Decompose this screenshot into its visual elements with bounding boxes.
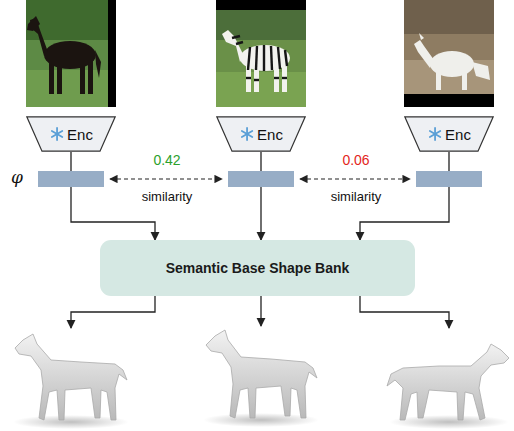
shape-mesh	[13, 334, 129, 429]
feature-to-bank-arrow	[260, 152, 261, 240]
svg-rect	[216, 72, 306, 107]
svg-rect	[26, 0, 116, 107]
similarity-score: 0.42	[153, 152, 180, 168]
frozen-snowflake-icon	[242, 128, 252, 140]
frozen-snowflake-icon	[430, 128, 440, 140]
svg-path	[222, 30, 244, 62]
bank-title: Semantic Base Shape Bank	[166, 260, 350, 276]
svg-path	[27, 16, 40, 31]
svg-rect	[108, 0, 116, 107]
encoder-block: Enc	[26, 116, 116, 152]
feature-bar	[228, 171, 294, 187]
similarity-arrow	[300, 178, 410, 179]
svg-path	[419, 33, 424, 40]
feature-bar	[38, 171, 104, 187]
svg-path	[95, 50, 101, 78]
snowflake-spoke	[52, 131, 62, 137]
svg-rect	[80, 60, 85, 94]
encoder-block: Enc	[216, 116, 306, 152]
svg-path	[15, 334, 127, 420]
fox-photo	[404, 0, 494, 107]
svg-path	[387, 344, 509, 420]
trapezoid-outline	[405, 117, 493, 151]
snowflake-spoke	[430, 131, 440, 137]
similarity-arrow	[110, 178, 222, 179]
svg-rect	[462, 70, 467, 90]
shape-bank-box: Semantic Base Shape Bank	[100, 240, 415, 296]
svg-line	[285, 50, 287, 66]
svg-rect	[404, 94, 494, 107]
svg-rect	[88, 58, 93, 94]
svg-rect	[282, 62, 287, 92]
svg-g	[232, 36, 287, 80]
encoder-label: Enc	[239, 126, 283, 143]
svg-line	[282, 77, 287, 79]
output-arrows	[71, 296, 449, 328]
shape-mesh	[387, 344, 509, 429]
svg-line	[271, 46, 272, 70]
svg-path	[414, 40, 434, 68]
svg-rect	[57, 62, 62, 94]
svg-line	[263, 45, 265, 71]
horse-photo	[26, 0, 116, 107]
zebra-photo	[216, 0, 306, 107]
shape-mesh	[203, 330, 319, 427]
svg-ellipse	[389, 415, 509, 429]
svg-rect	[216, 0, 306, 107]
svg-line	[256, 46, 257, 70]
svg-rect	[216, 0, 306, 10]
svg-line	[236, 42, 243, 44]
svg-path	[260, 296, 261, 326]
svg-line	[274, 77, 279, 79]
encoder-block: Enc	[404, 116, 494, 152]
snowflake-spoke	[52, 131, 62, 137]
svg-rect	[436, 70, 441, 90]
feature-symbol: φ	[11, 167, 23, 187]
svg-line	[246, 77, 251, 79]
svg-line	[254, 79, 259, 81]
feature-bar	[416, 171, 482, 187]
svg-rect	[404, 0, 494, 107]
svg-path	[472, 62, 490, 80]
frozen-snowflake-icon	[52, 128, 62, 140]
svg-path	[71, 296, 155, 328]
similarity-score: 0.06	[342, 152, 369, 168]
trapezoid-outline	[217, 117, 305, 151]
svg-path	[206, 330, 317, 418]
encoder-label: Enc	[427, 126, 471, 143]
similarity-caption: similarity	[331, 189, 382, 204]
snowflake-spoke	[242, 131, 252, 137]
similarity-caption: similarity	[142, 189, 193, 204]
svg-line	[232, 36, 240, 38]
svg-path	[360, 296, 449, 328]
svg-rect	[49, 60, 54, 94]
svg-line	[278, 47, 280, 69]
encoder-label: Enc	[49, 126, 93, 143]
snowflake-spoke	[242, 131, 252, 137]
svg-rect	[404, 0, 494, 34]
snowflake-spoke	[430, 131, 440, 137]
svg-rect	[26, 70, 116, 107]
trapezoid-outline	[27, 117, 115, 151]
svg-rect	[274, 64, 279, 92]
svg-line	[248, 47, 250, 70]
